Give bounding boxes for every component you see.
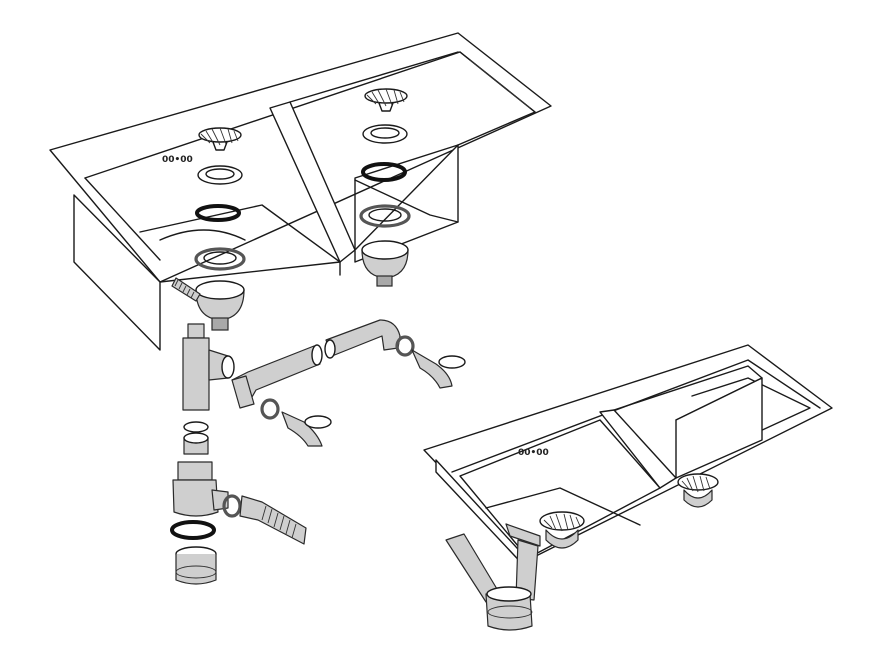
overflow-hose — [171, 277, 201, 302]
assembled-waste-plumbing — [445, 523, 541, 631]
right-drain-stack — [359, 88, 411, 287]
strainer-basket-right — [364, 88, 408, 112]
flexible-waste-hose — [239, 495, 307, 545]
seal-ring-lower — [170, 520, 216, 540]
waste-flange-right — [362, 124, 408, 144]
elbow-pipe — [231, 344, 323, 409]
waste-body — [195, 280, 245, 331]
brand-mark-small: 00•00 — [518, 448, 549, 458]
bend-adaptor — [281, 411, 332, 447]
seal-ring — [195, 204, 241, 222]
waste-body-right — [361, 240, 409, 287]
bottle-trap — [172, 461, 229, 517]
waste-flange — [197, 165, 243, 185]
seal-ring-right — [361, 162, 407, 182]
trap-nut — [183, 421, 209, 455]
strainer-basket — [198, 127, 242, 151]
assembled-strainer-right — [677, 473, 719, 508]
bend-adaptor-right — [411, 349, 466, 389]
washer-lower — [222, 494, 242, 518]
rubber-washer-right — [359, 204, 411, 228]
washer-right — [395, 335, 415, 357]
washer-small — [260, 398, 280, 420]
left-drain-stack — [171, 127, 246, 331]
upper-pipe — [324, 319, 401, 359]
vertical-connector — [182, 323, 235, 411]
assembled-strainer-left — [539, 511, 585, 549]
brand-mark-large: 00•00 — [162, 155, 193, 165]
pipe-connector — [175, 546, 217, 585]
rubber-washer — [194, 247, 246, 271]
assembled-sink-unit: 00•00 — [423, 344, 833, 571]
exploded-sink-unit: 00•00 — [49, 32, 552, 351]
